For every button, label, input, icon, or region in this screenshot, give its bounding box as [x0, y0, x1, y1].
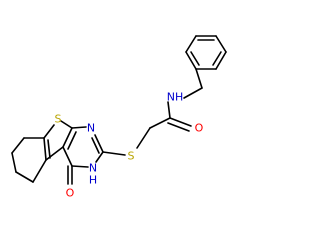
bond-c6-c5 — [11, 152, 17, 173]
phenyl-ring — [185, 35, 227, 70]
atom-o-amide: O — [195, 122, 204, 135]
bond-c8a-c4a-double — [67, 131, 77, 150]
bond-s-c2 — [102, 151, 126, 156]
bond-c7-c6 — [11, 137, 25, 154]
bond-c4-n3 — [71, 165, 89, 168]
aromatic-inner-bond — [190, 51, 200, 66]
atom-s-thioether: S — [128, 150, 135, 163]
atom-nh-ring: N — [89, 162, 97, 175]
bond-c3a-c4a — [45, 146, 64, 161]
bond-ch2-s — [136, 127, 151, 149]
atom-h-ring: H — [89, 174, 97, 187]
bond-c2-n1-double — [91, 137, 100, 154]
bond — [185, 35, 197, 53]
bond-c4-c3a — [32, 159, 47, 183]
atom-n-ring-upper: N — [87, 122, 95, 135]
atom-o-ketone: O — [66, 187, 75, 200]
bond-c8a-c4a — [62, 127, 73, 148]
bond-s-c7a — [43, 124, 55, 139]
bond — [215, 35, 227, 53]
bond-nh-carbonyl — [167, 101, 171, 119]
bond-c8a-s — [60, 120, 73, 129]
bond-c4a-c4 — [62, 146, 73, 167]
bond-carbonyl-o — [169, 117, 192, 127]
bond-benzyl-ch2 — [195, 68, 203, 89]
bond-n3-c2 — [95, 151, 104, 163]
background — [0, 0, 250, 250]
atom-s-thiophene: S — [55, 113, 62, 126]
aromatic-inner-bond — [212, 51, 222, 66]
bond-c5-c4 — [15, 171, 34, 183]
molecule-canvas: NH O S N S N H O — [0, 0, 250, 250]
bond-c2-n1 — [94, 134, 104, 153]
bond-c7a-c3a-double — [47, 139, 51, 159]
bond-ch2-nh — [183, 87, 203, 99]
bond-n1-c8a — [71, 126, 87, 129]
bond — [215, 51, 227, 70]
structure-diagram: NH O S N S N H O — [0, 0, 250, 250]
bond-carbonyl-ch2 — [149, 117, 171, 129]
bond-c7a-c3a — [43, 137, 47, 161]
atom-nh-amide: NH — [167, 91, 184, 104]
bond — [185, 51, 197, 70]
bond-carbonyl-o-double — [167, 122, 190, 132]
